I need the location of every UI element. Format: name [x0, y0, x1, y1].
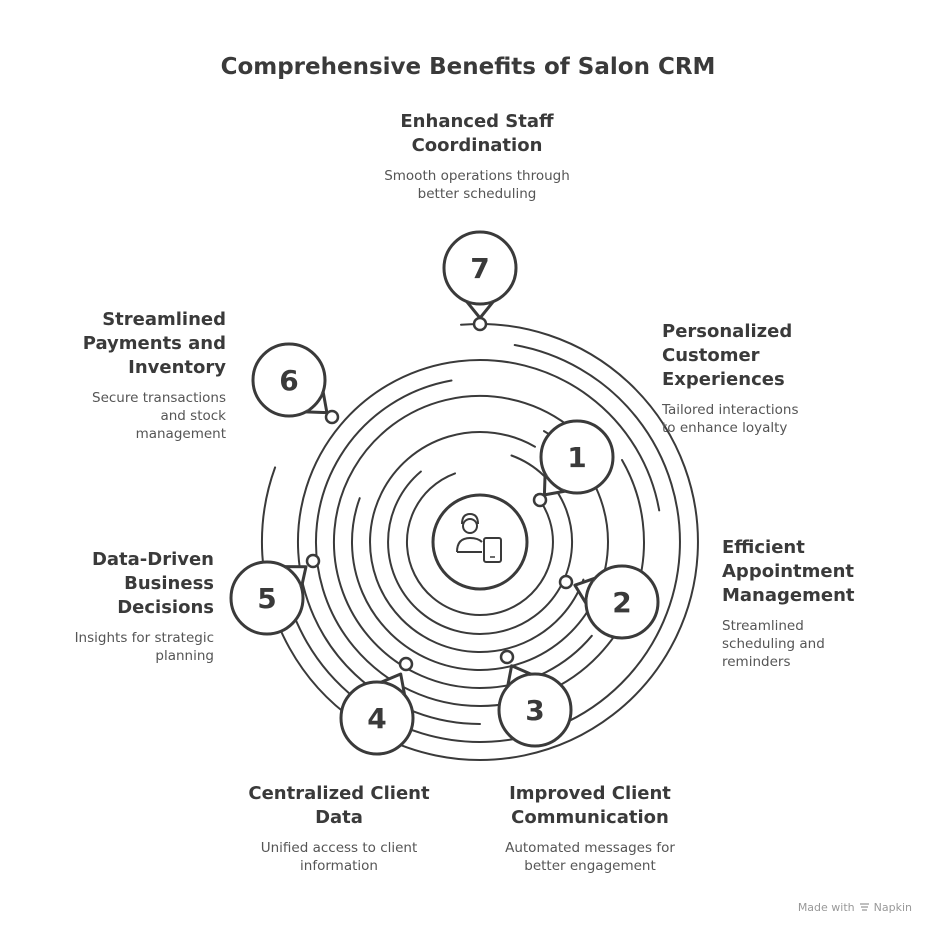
- benefit-4-label: Centralized Client Data Unified access t…: [219, 782, 459, 875]
- ring-dot-1: [532, 492, 548, 508]
- benefit-4-heading: Centralized Client Data: [248, 783, 430, 828]
- marker-3: 3: [497, 649, 573, 748]
- benefit-7-label: Enhanced Staff Coordination Smooth opera…: [347, 110, 607, 203]
- benefit-4-description: Unified access to client information: [260, 840, 418, 874]
- benefit-5-label: Data-Driven Business Decisions Insights …: [14, 548, 214, 665]
- balloon-2: [584, 564, 660, 640]
- benefit-7-description: Smooth operations through better schedul…: [384, 168, 570, 202]
- ring-2: [387, 454, 574, 635]
- balloon-number-5: 5: [257, 582, 276, 615]
- ring-outer: [260, 323, 699, 761]
- balloon-number-1: 1: [567, 441, 586, 474]
- ring-7: [297, 359, 661, 725]
- benefit-7-heading: Enhanced Staff Coordination: [400, 111, 554, 156]
- marker-7: 7: [442, 230, 518, 332]
- benefit-2-heading: Efficient Appointment Management: [722, 537, 855, 606]
- balloon-1: [539, 419, 615, 495]
- ring-dot-7: [472, 316, 488, 332]
- benefit-2-label: Efficient Appointment Management Streaml…: [722, 536, 922, 671]
- benefit-2-description: Streamlined scheduling and reminders: [722, 618, 825, 670]
- balloon-3: [497, 672, 573, 748]
- benefit-1-heading: Personalized Customer Experiences: [662, 321, 793, 390]
- benefit-3-heading: Improved Client Communication: [509, 783, 671, 828]
- balloon-6: [251, 342, 327, 418]
- ring-dot-3: [499, 649, 515, 665]
- balloon-seam-1: [545, 473, 566, 492]
- benefit-1-label: Personalized Customer Experiences Tailor…: [662, 320, 862, 437]
- marker-2: 2: [558, 564, 660, 640]
- benefit-3-label: Improved Client Communication Automated …: [470, 782, 710, 875]
- marker-5: 5: [229, 553, 321, 636]
- balloon-seam-7: [466, 301, 494, 302]
- balloon-number-6: 6: [279, 364, 298, 397]
- benefit-6-label: Streamlined Payments and Inventory Secur…: [26, 308, 226, 443]
- person-tablet-icon: [431, 493, 529, 591]
- balloon-5: [229, 560, 305, 636]
- ring-dot-5: [305, 553, 321, 569]
- ring-dot-2: [558, 574, 574, 590]
- ring-dot-4: [398, 656, 414, 672]
- benefit-6-heading: Streamlined Payments and Inventory: [82, 309, 226, 378]
- balloon-number-3: 3: [525, 694, 544, 727]
- benefit-5-heading: Data-Driven Business Decisions: [91, 549, 214, 618]
- marker-1: 1: [532, 419, 615, 508]
- ring-1: [406, 472, 554, 616]
- balloon-seam-3: [507, 674, 532, 687]
- balloon-7: [442, 230, 518, 306]
- footer-credit: Made with Napkin: [798, 901, 912, 914]
- balloon-4: [339, 680, 415, 756]
- page-title: Comprehensive Benefits of Salon CRM: [220, 54, 716, 80]
- marker-6: 6: [251, 342, 340, 425]
- ring-5: [332, 395, 608, 689]
- benefit-5-description: Insights for strategic planning: [74, 630, 214, 664]
- balloon-number-4: 4: [367, 702, 386, 735]
- marker-4: 4: [339, 656, 415, 756]
- balloon-number-2: 2: [612, 586, 631, 619]
- ring-3: [369, 431, 585, 653]
- balloon-seam-2: [586, 578, 595, 604]
- balloon-seam-5: [284, 566, 302, 588]
- benefit-6-description: Secure transactions and stock management: [92, 390, 226, 442]
- napkin-logo-icon: [859, 903, 869, 911]
- balloon-seam-6: [305, 391, 324, 412]
- balloon-number-7: 7: [470, 252, 489, 285]
- balloon-seam-4: [381, 682, 405, 695]
- ring-dot-6: [324, 409, 340, 425]
- benefit-3-description: Automated messages for better engagement: [505, 840, 675, 874]
- footer-brand: Napkin: [873, 901, 912, 914]
- benefit-1-description: Tailored interactions to enhance loyalty: [662, 402, 799, 436]
- ring-4: [351, 430, 609, 671]
- footer-text: Made with: [797, 901, 855, 914]
